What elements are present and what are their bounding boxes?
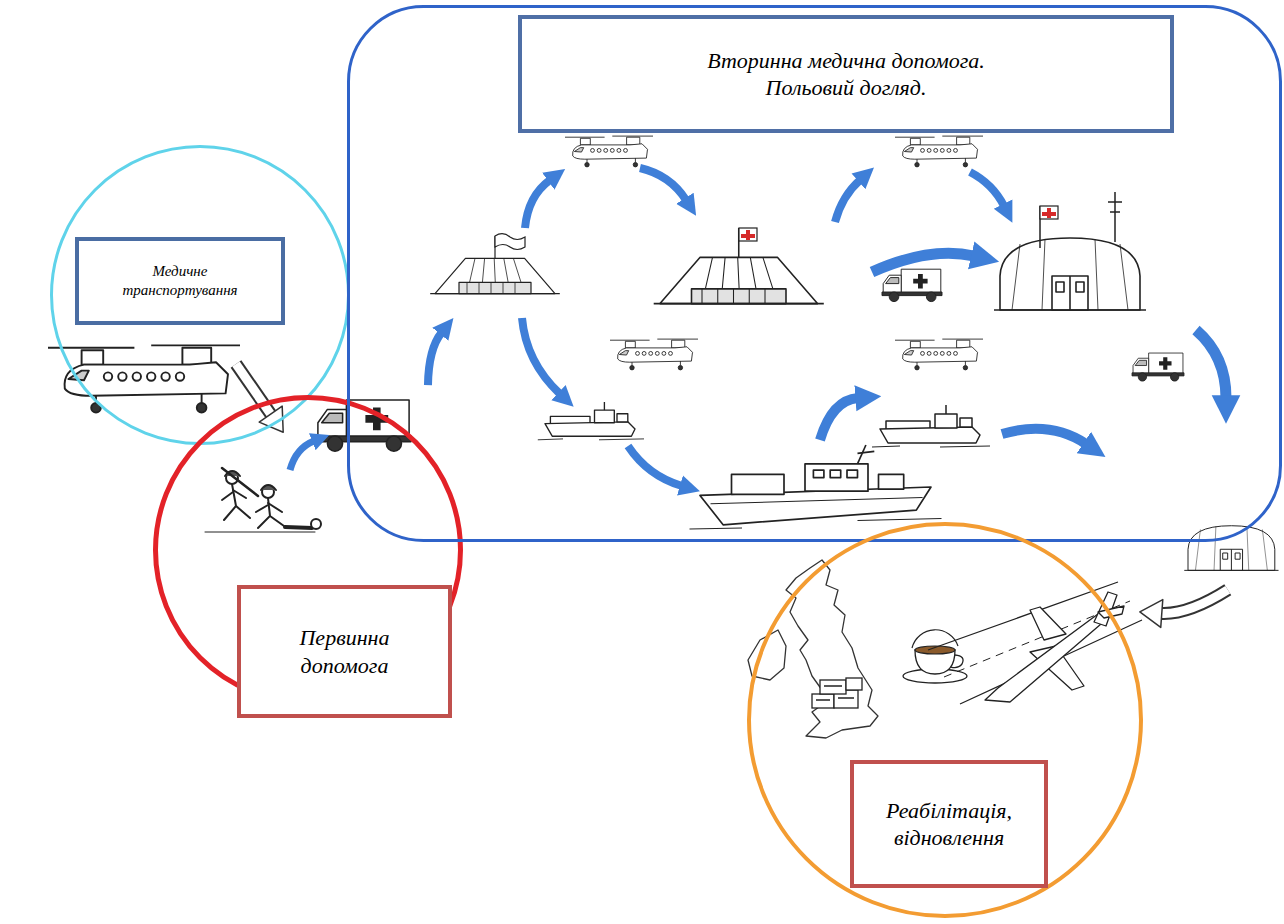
hospital-hut — [1184, 526, 1278, 571]
chinook-helicopter — [895, 136, 983, 167]
stage-label: Медичне транспортування — [118, 262, 243, 300]
landing-craft — [872, 405, 990, 447]
transport-plane — [985, 592, 1124, 702]
flow-connector — [428, 333, 442, 385]
flow-arrow — [628, 446, 682, 486]
chinook-helicopter — [610, 339, 698, 370]
uk-map — [748, 560, 878, 738]
flow-connector — [1140, 590, 1228, 628]
hospital-ship — [690, 445, 942, 529]
landing-craft — [538, 402, 644, 440]
label-stack: Вторинна медична допомога. Польовий догл… — [676, 47, 1016, 102]
flow-arrow — [1196, 330, 1226, 398]
arrow-shaft — [428, 333, 442, 385]
flow-arrow — [525, 180, 550, 228]
label-stack: Медичне транспортування — [118, 262, 243, 300]
flow-arrow — [290, 441, 314, 470]
label-box: Реабілітація, відновлення — [850, 760, 1048, 888]
secondary-care-region: Вторинна медична допомога. Польовий догл… — [347, 5, 1282, 542]
arrow-shaft — [1160, 590, 1228, 614]
label-stack: Первинна допомога — [265, 624, 425, 679]
hospital-hut — [994, 238, 1146, 310]
flag — [495, 234, 525, 250]
flow-arrows — [522, 168, 1226, 486]
circle-outline — [749, 524, 1141, 916]
region-outline — [349, 7, 1281, 541]
red-cross-flag — [1040, 206, 1058, 248]
label-stack: Реабілітація, відновлення — [874, 797, 1024, 852]
stage-label: Первинна допомога — [265, 624, 425, 679]
stage-label: Реабілітація, відновлення — [874, 797, 1024, 852]
label-box: Вторинна медична допомога. Польовий догл… — [518, 15, 1174, 133]
arrow-shaft — [1160, 590, 1228, 614]
rehabilitation-circle: Реабілітація, відновлення — [747, 522, 1143, 918]
flow-arrow — [1002, 429, 1086, 444]
luggage-pile — [812, 678, 862, 708]
label-box: Первинна допомога — [237, 585, 452, 718]
ambulance-truck — [882, 269, 942, 301]
chinook-helicopter — [895, 339, 983, 370]
soldiers-figure — [205, 468, 321, 532]
chinook-helicopter — [565, 136, 653, 167]
tea-cup — [903, 630, 967, 683]
field-hospital-tent — [654, 228, 824, 304]
red-cross-flag — [739, 228, 757, 241]
field-ambulance — [1132, 353, 1184, 381]
flow-arrow — [835, 180, 860, 222]
antenna — [1108, 192, 1122, 242]
flow-arrow — [872, 253, 974, 272]
flow-arrow — [640, 168, 686, 200]
arrow-head — [1140, 600, 1163, 628]
flow-arrow — [522, 318, 560, 394]
flow-arrow — [970, 172, 1004, 206]
runway — [928, 582, 1142, 704]
flow-arrow — [820, 398, 858, 440]
stage-label: Вторинна медична допомога. Польовий догл… — [676, 47, 1016, 102]
primary-care-circle: Первинна допомога — [153, 395, 463, 705]
label-box: Медичне транспортування — [75, 237, 285, 325]
